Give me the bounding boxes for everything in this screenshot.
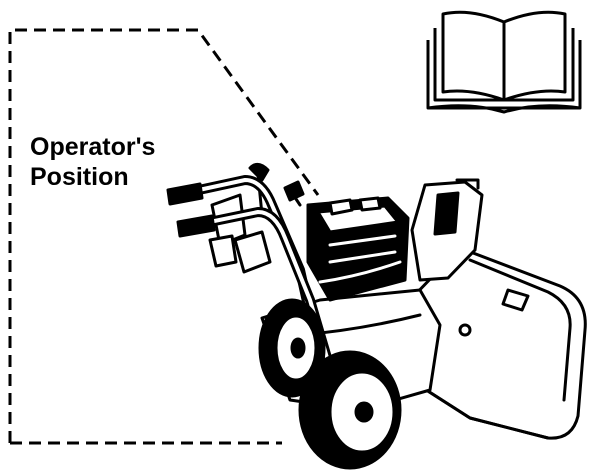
operator-position-label-line1: Operator's [30,132,155,162]
engine [308,198,408,300]
open-book-icon [428,12,580,112]
operator-position-label: Operator's Position [30,132,155,192]
operator-position-label-line2: Position [30,162,155,192]
front-wheel [300,352,400,468]
snow-thrower-illustration [168,164,585,468]
